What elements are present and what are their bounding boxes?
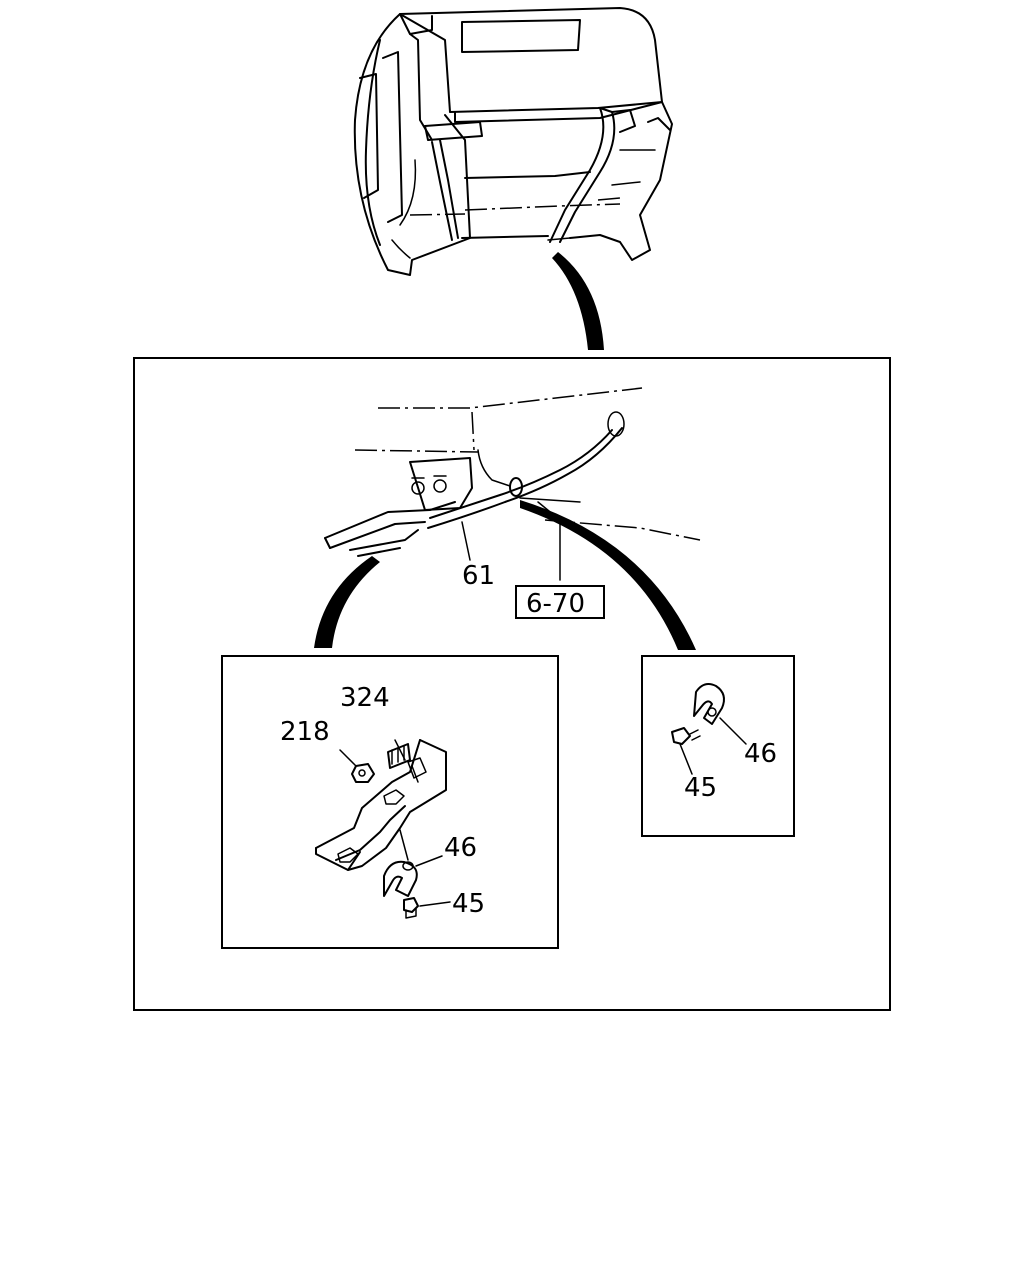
callout-label-324: 324 bbox=[340, 683, 390, 713]
callout-wedge-left bbox=[314, 556, 380, 648]
callout-label-61: 61 bbox=[462, 561, 495, 591]
callout-label-218: 218 bbox=[280, 717, 330, 747]
left-detail-frame bbox=[221, 655, 559, 949]
engine-assembly-illustration bbox=[353, 7, 673, 276]
callout-wedge-top bbox=[552, 252, 604, 350]
reference-label-6-70: 6-70 bbox=[526, 589, 585, 619]
callout-label-45-right: 45 bbox=[684, 773, 717, 803]
callout-label-46-left: 46 bbox=[444, 833, 477, 863]
callout-label-45-left: 45 bbox=[452, 889, 485, 919]
right-clip-illustration bbox=[671, 683, 747, 775]
right-detail-frame bbox=[641, 655, 795, 837]
callout-label-46-right: 46 bbox=[744, 739, 777, 769]
callout-wedge-right bbox=[520, 500, 696, 650]
main-detail-frame bbox=[133, 357, 891, 1011]
reference-box-6-70 bbox=[515, 585, 605, 619]
left-bracket-illustration bbox=[315, 739, 451, 919]
main-detail-illustration bbox=[324, 387, 701, 581]
